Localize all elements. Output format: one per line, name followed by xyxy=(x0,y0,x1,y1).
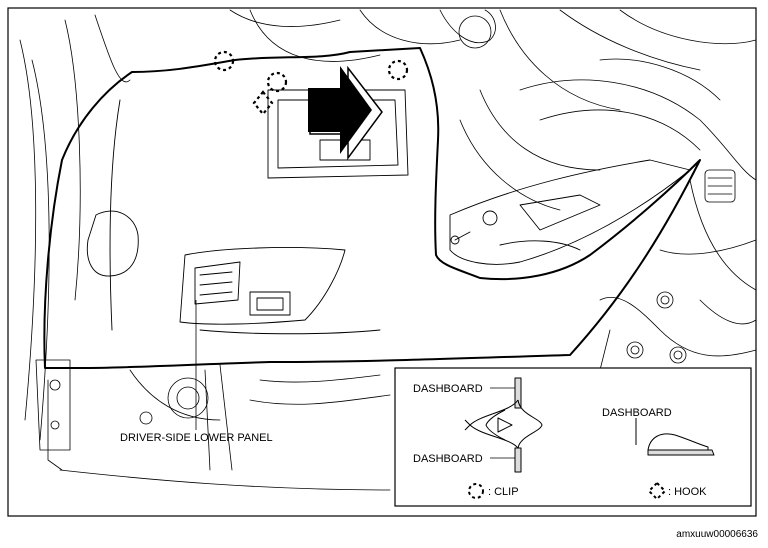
removal-direction-arrow-icon xyxy=(308,65,383,161)
detail-inset: DASHBOARD DASHBOARD DASHBOARD : CLIP : H… xyxy=(394,367,752,507)
clip-icon xyxy=(387,59,409,81)
hook-icon xyxy=(647,481,667,501)
clip-icon xyxy=(468,483,484,499)
hook-detail-drawing xyxy=(635,418,715,456)
clip-legend-label: : CLIP xyxy=(488,486,519,498)
figure-frame xyxy=(7,7,757,517)
hook-legend-label: : HOOK xyxy=(668,486,707,498)
dashboard-right-label: DASHBOARD xyxy=(602,407,672,419)
dashboard-bottom-label: DASHBOARD xyxy=(413,453,483,465)
background-linework xyxy=(19,9,757,491)
driver-side-lower-panel xyxy=(43,47,701,369)
hook-icon xyxy=(252,90,274,116)
clip-icon xyxy=(266,71,288,93)
dashboard-top-label: DASHBOARD xyxy=(413,383,483,395)
clip-detail-drawing xyxy=(464,377,543,473)
clip-icon xyxy=(213,50,235,72)
figure-id: amxuuw00006636 xyxy=(676,529,758,540)
panel-label: DRIVER-SIDE LOWER PANEL xyxy=(120,432,273,444)
